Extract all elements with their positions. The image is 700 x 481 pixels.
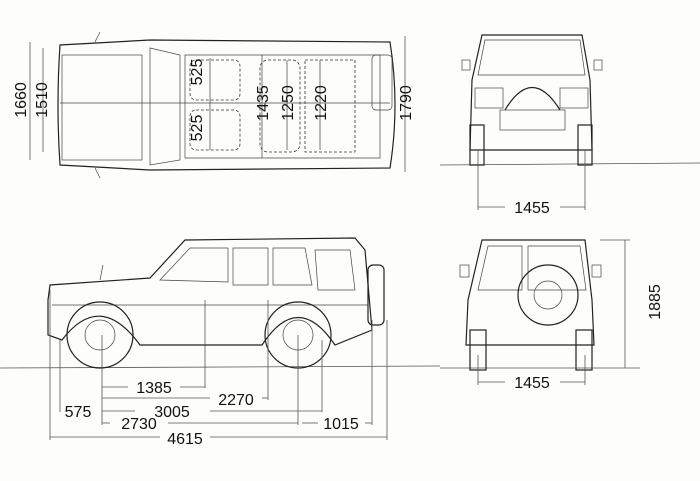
- dim-1510: 1510: [34, 82, 51, 118]
- dim-4615: 4615: [167, 431, 203, 448]
- dim-1660: 1660: [13, 82, 30, 118]
- dim-1885: 1885: [647, 284, 664, 320]
- dim-1015: 1015: [323, 416, 359, 433]
- dim-rear-1455: 1455: [514, 375, 550, 392]
- dim-front-1455: 1455: [514, 200, 550, 217]
- side-view: 1385 2270 575 3005 2730 1015 4615: [0, 237, 441, 448]
- dim-2270: 2270: [218, 392, 254, 409]
- dim-2730: 2730: [121, 416, 157, 433]
- dim-575: 575: [65, 404, 92, 421]
- dim-1435: 1435: [255, 85, 272, 121]
- dim-1385: 1385: [136, 380, 172, 397]
- rear-view: 1455 1885: [440, 239, 664, 392]
- dim-525-b: 525: [189, 115, 206, 142]
- dim-1250: 1250: [280, 85, 297, 121]
- dim-525-a: 525: [189, 59, 206, 86]
- top-view: 1660 1510 525 525 1435 1250 1220 1790: [13, 31, 415, 179]
- front-view: 1455: [439, 34, 700, 217]
- dim-1220: 1220: [313, 85, 330, 121]
- dim-3005: 3005: [154, 404, 190, 421]
- dim-1790: 1790: [398, 85, 415, 121]
